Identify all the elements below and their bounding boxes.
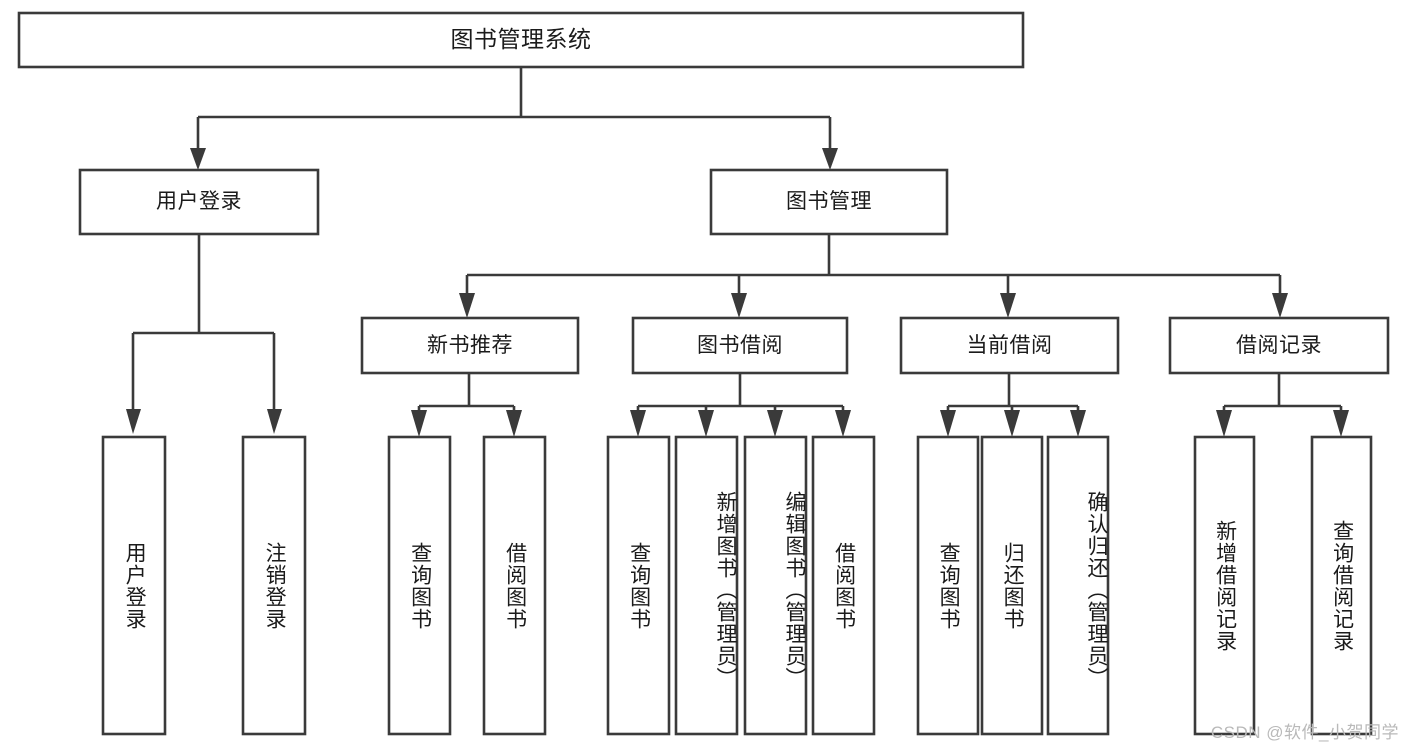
node-box-leaf-new-book-0[interactable]: [387, 435, 452, 736]
node-box-leaf-current-borrow-2[interactable]: [1046, 435, 1110, 736]
node-box-book-borrow[interactable]: [631, 316, 849, 375]
arrow-head-level3-3: [1272, 293, 1288, 318]
node-box-book-manage[interactable]: [709, 168, 949, 236]
arrow-head-bookborrow-2: [767, 410, 783, 437]
arrow-head-level3-1: [731, 293, 747, 318]
arrow-head-userlogin-0: [126, 409, 141, 434]
node-box-leaf-user-login-1[interactable]: [241, 435, 307, 736]
arrow-head-userlogin-1: [267, 409, 282, 434]
arrow-head-currentborrow-1: [1004, 410, 1020, 437]
node-box-leaf-new-book-1[interactable]: [482, 435, 547, 736]
arrow-head-level3-2: [1000, 293, 1016, 318]
arrow-head-newbook-0: [411, 410, 427, 437]
arrow-head-borrowrecord-1: [1333, 410, 1349, 437]
node-box-root[interactable]: [17, 11, 1025, 69]
arrow-head-level3-0: [459, 293, 475, 318]
arrow-head-newbook-1: [506, 410, 522, 437]
node-box-leaf-user-login-0[interactable]: [101, 435, 167, 736]
node-box-leaf-current-borrow-1[interactable]: [980, 435, 1044, 736]
arrow-head-bookborrow-3: [835, 410, 851, 437]
arrow-head-bookborrow-1: [698, 410, 714, 437]
arrow-head-level2-1: [822, 148, 838, 170]
arrow-head-currentborrow-2: [1070, 410, 1086, 437]
node-box-leaf-book-borrow-1[interactable]: [674, 435, 739, 736]
arrow-head-level2-0: [190, 148, 206, 170]
node-box-leaf-current-borrow-0[interactable]: [916, 435, 980, 736]
node-box-user-login[interactable]: [78, 168, 320, 236]
arrow-head-bookborrow-0: [630, 410, 646, 437]
node-box-leaf-book-borrow-3[interactable]: [811, 435, 876, 736]
node-box-leaf-book-borrow-0[interactable]: [606, 435, 671, 736]
node-box-current-borrow[interactable]: [899, 316, 1120, 375]
node-box-leaf-borrow-record-1[interactable]: [1310, 435, 1373, 736]
arrow-head-borrowrecord-0: [1216, 410, 1232, 437]
node-box-borrow-record[interactable]: [1168, 316, 1390, 375]
arrow-head-currentborrow-0: [940, 410, 956, 437]
node-box-leaf-borrow-record-0[interactable]: [1193, 435, 1256, 736]
node-box-leaf-book-borrow-2[interactable]: [743, 435, 808, 736]
node-box-new-book-recommend[interactable]: [360, 316, 580, 375]
